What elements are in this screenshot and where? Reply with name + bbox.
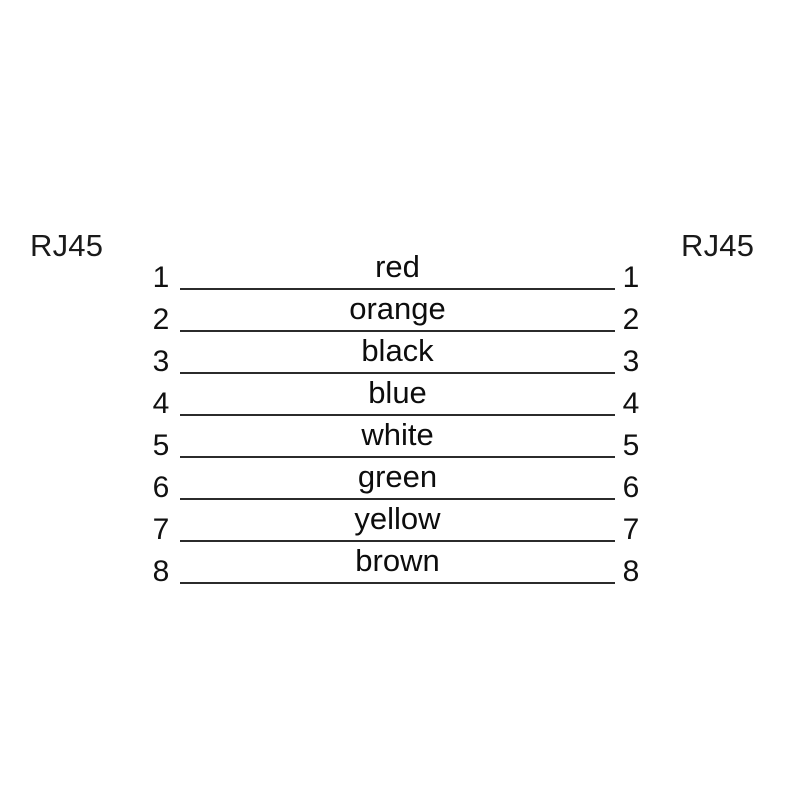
pin-number-right: 1: [622, 261, 640, 294]
wire-color-label: green: [357, 459, 438, 494]
wire-color-label: black: [361, 333, 434, 368]
wire-color-label: yellow: [354, 501, 441, 536]
wire-row: 4 blue 4: [0, 374, 800, 420]
wire-line: [180, 414, 615, 416]
wire-line: [180, 372, 615, 374]
pin-number-right: 4: [622, 387, 640, 420]
connector-label-left: RJ45: [30, 228, 104, 263]
pin-number-left: 4: [152, 387, 170, 420]
pin-number-left: 6: [152, 471, 170, 504]
pin-number-left: 5: [152, 429, 170, 462]
wire-row: 6 green 6: [0, 458, 800, 504]
wire-line: [180, 456, 615, 458]
wire-color-label: red: [375, 249, 420, 284]
pin-number-right: 6: [622, 471, 640, 504]
wire-line: [180, 330, 615, 332]
wire-color-label: white: [361, 417, 434, 452]
pin-number-right: 8: [622, 555, 640, 588]
pin-number-left: 8: [152, 555, 170, 588]
pin-number-left: 7: [152, 513, 170, 546]
pin-number-right: 3: [622, 345, 640, 378]
wire-row: 2 orange 2: [0, 290, 800, 336]
wire-line: [180, 540, 615, 542]
wire-line: [180, 288, 615, 290]
wire-row: 7 yellow 7: [0, 500, 800, 546]
pin-number-left: 1: [152, 261, 170, 294]
pin-number-left: 3: [152, 345, 170, 378]
pin-number-left: 2: [152, 303, 170, 336]
wire-row: 1 red 1: [0, 248, 800, 294]
connector-label-right: RJ45: [681, 228, 755, 263]
wire-line: [180, 582, 615, 584]
wire-row: 8 brown 8: [0, 542, 800, 588]
wire-row: 5 white 5: [0, 416, 800, 462]
pin-number-right: 2: [622, 303, 640, 336]
wire-line: [180, 498, 615, 500]
wire-color-label: blue: [368, 375, 427, 410]
pin-number-right: 7: [622, 513, 640, 546]
wire-color-label: brown: [355, 543, 440, 578]
pin-number-right: 5: [622, 429, 640, 462]
wire-row: 3 black 3: [0, 332, 800, 378]
wire-color-label: orange: [349, 291, 446, 326]
